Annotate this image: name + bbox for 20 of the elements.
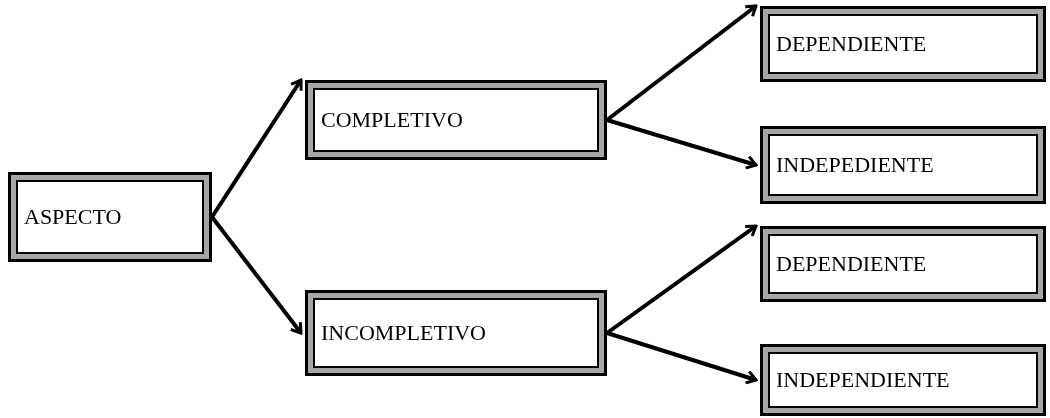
double-bordered-box [305,80,607,160]
box-label: INDEPEDIENTE [776,152,934,178]
box-label: COMPLETIVO [321,107,463,133]
box-label: DEPENDIENTE [776,31,927,57]
double-bordered-box [305,290,607,376]
box-label: DEPENDIENTE [776,251,927,277]
arrow [605,4,758,122]
double-bordered-box [760,344,1046,416]
double-bordered-box [760,226,1046,302]
box-label: ASPECTO [24,204,122,230]
arrow [606,118,758,170]
box-label: INDEPENDIENTE [776,367,950,393]
arrow [606,331,758,385]
double-bordered-box [8,172,212,262]
arrow [605,224,758,335]
arrow [210,78,303,219]
arrow [210,215,303,335]
double-bordered-box [760,126,1046,204]
double-bordered-box [760,6,1046,82]
box-label: INCOMPLETIVO [321,320,486,346]
